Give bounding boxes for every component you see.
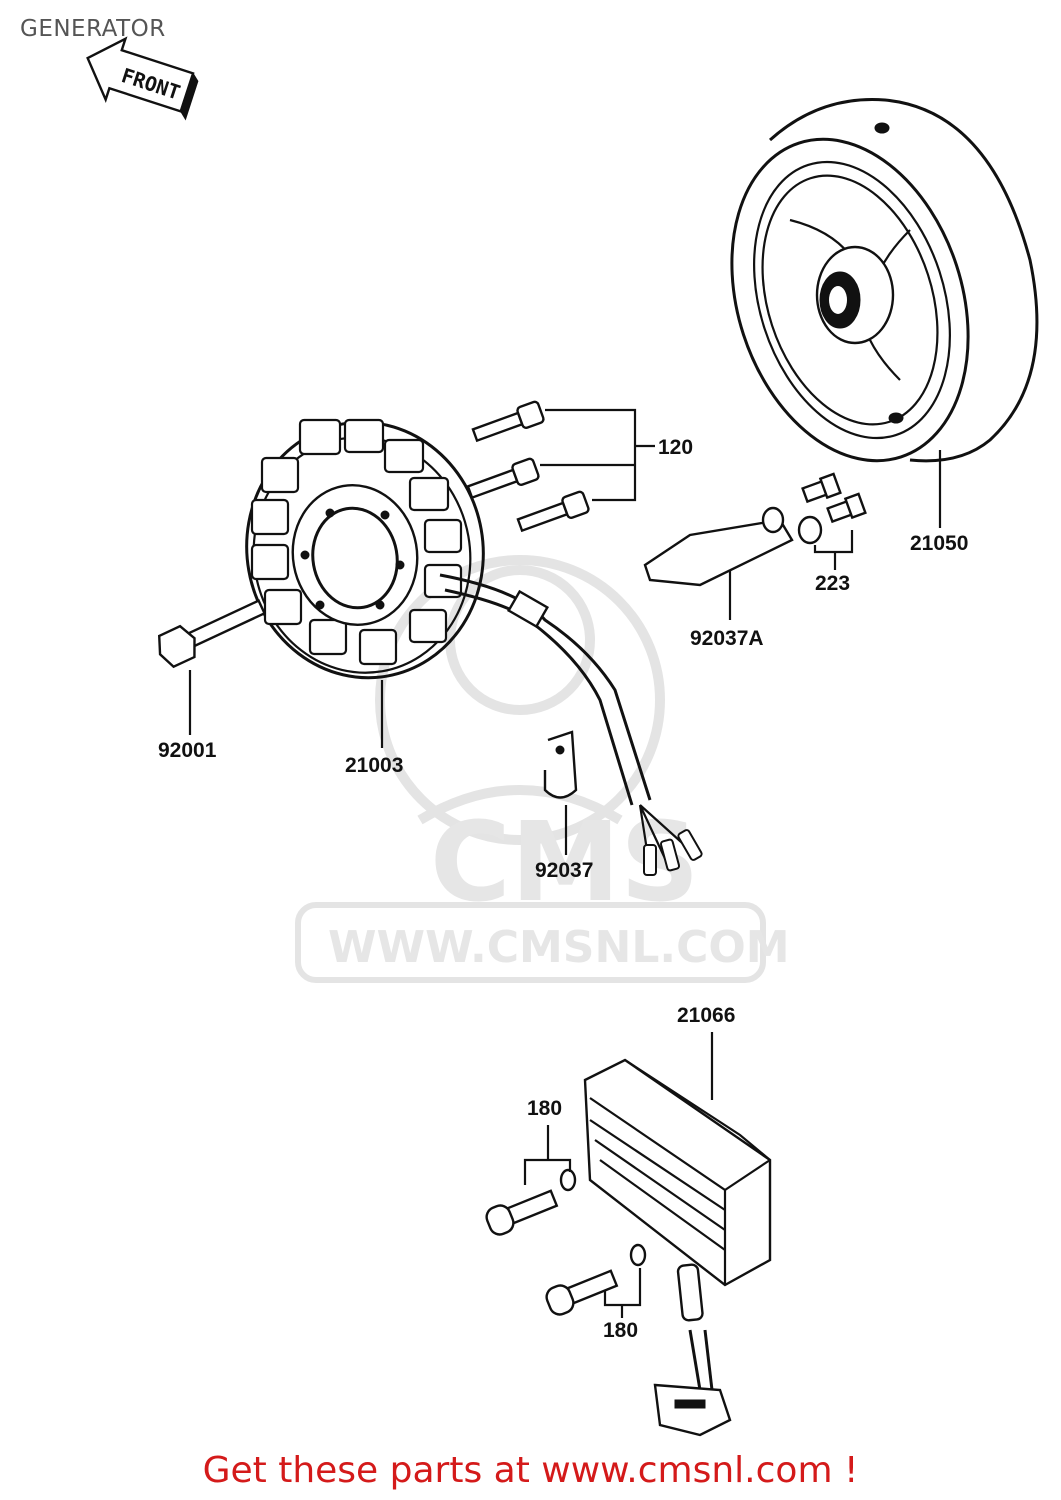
callout-21066: 21066 bbox=[677, 1004, 735, 1027]
rotor-21050 bbox=[730, 98, 1039, 528]
front-arrow-icon: FRONT bbox=[86, 36, 199, 121]
page-title: GENERATOR bbox=[20, 16, 166, 42]
callout-21003: 21003 bbox=[345, 754, 403, 777]
callout-180-upper: 180 bbox=[527, 1097, 562, 1120]
watermark: CMS WWW.CMSNL.COM bbox=[295, 555, 790, 983]
callout-120: 120 bbox=[658, 436, 693, 459]
callout-21050: 21050 bbox=[910, 532, 968, 555]
callout-223: 223 bbox=[815, 572, 850, 595]
regulator-21066 bbox=[583, 1032, 772, 1437]
bolts-120 bbox=[466, 400, 655, 533]
callout-180-lower: 180 bbox=[603, 1319, 638, 1342]
watermark-url: WWW.CMSNL.COM bbox=[328, 922, 790, 973]
clamp-92037 bbox=[543, 730, 578, 855]
nuts-223 bbox=[761, 472, 867, 570]
callout-92037: 92037 bbox=[535, 859, 593, 882]
callout-92037A: 92037A bbox=[690, 627, 764, 650]
wire-harness bbox=[439, 573, 703, 876]
footer-promo: Get these parts at www.cmsnl.com ! bbox=[202, 1450, 859, 1491]
screws-180 bbox=[485, 1125, 647, 1318]
callout-92001: 92001 bbox=[158, 739, 217, 762]
bolt-92001 bbox=[157, 599, 267, 735]
plate-92037A bbox=[643, 518, 794, 620]
stator-21003 bbox=[245, 418, 485, 748]
